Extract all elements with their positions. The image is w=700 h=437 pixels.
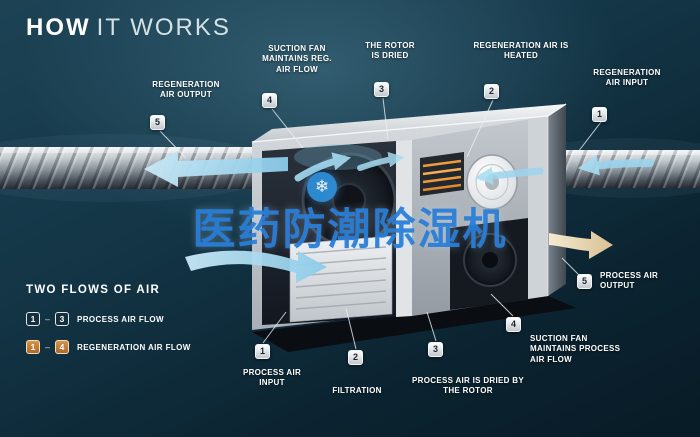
rotor-flow-arrow	[474, 166, 544, 185]
callout-badge-4-top: 4	[262, 93, 277, 108]
legend-label-process: PROCESS AIR FLOW	[77, 314, 165, 324]
dehumidifier-unit	[251, 103, 576, 352]
watermark-snowflake-icon: ❄	[307, 172, 337, 202]
filter-cabinet	[289, 235, 393, 323]
callout-label-process-air-output: PROCESS AIR OUTPUT	[600, 271, 659, 291]
callout-badge-4-bottom: 4	[506, 317, 521, 332]
legend-dash: –	[45, 342, 51, 352]
callout-label-regen-air-heated: REGENERATION AIR IS HEATED	[473, 41, 569, 61]
right-duct	[556, 150, 700, 188]
watermark-text: 医药防潮除湿机	[192, 206, 508, 254]
callout-badge-2-top: 2	[484, 84, 499, 99]
machine-base	[252, 296, 576, 352]
right-front-panel	[528, 116, 548, 299]
legend-heading: TWO FLOWS OF AIR	[26, 284, 161, 296]
callout-badge-5-bottom: 5	[577, 274, 592, 289]
internal-arrow-1	[294, 152, 352, 182]
process-fan-hub	[332, 183, 366, 217]
regen-input-arrow	[577, 154, 654, 176]
legend-dash: –	[45, 314, 51, 324]
callout-badge-1-bottom: 1	[255, 344, 270, 359]
legend-badge-process-to: 3	[55, 312, 70, 326]
callout-badge-5-top: 5	[150, 115, 165, 130]
heater	[420, 152, 464, 196]
title-bold: HOW	[26, 14, 91, 41]
machine-side-face	[548, 104, 566, 296]
legend-badge-process-from: 1	[26, 312, 40, 326]
callout-label-process-air-dried: PROCESS AIR IS DRIED BY THE ROTOR	[412, 376, 524, 396]
legend: TWO FLOWS OF AIR 1 – 3 PROCESS AIR FLOW …	[26, 284, 191, 368]
callout-label-suction-fan-process: SUCTION FAN MAINTAINS PROCESS AIR FLOW	[530, 334, 621, 364]
leader-lines	[159, 97, 602, 350]
process-input-arrow	[185, 250, 327, 283]
filter-slats	[295, 246, 387, 310]
process-output-arrow	[549, 231, 613, 259]
legend-badge-regen-to: 4	[55, 340, 70, 354]
internal-arrow-2	[357, 151, 405, 171]
legend-label-regeneration: REGENERATION AIR FLOW	[77, 342, 191, 352]
title-light: IT WORKS	[96, 14, 231, 41]
callout-label-regen-air-output: REGENERATION AIR OUTPUT	[152, 80, 220, 100]
callout-badge-3-top: 3	[374, 82, 389, 97]
callout-badge-3-bottom: 3	[428, 342, 443, 357]
suction-fan-hub	[482, 252, 498, 268]
callout-label-suction-fan-reg: SUCTION FAN MAINTAINS REG. AIR FLOW	[262, 44, 332, 74]
divider-panel	[396, 140, 412, 317]
callout-label-rotor-dried: THE ROTOR IS DRIED	[365, 41, 415, 61]
regen-output-arrow	[144, 151, 288, 187]
legend-row-regeneration: 1 – 4 REGENERATION AIR FLOW	[26, 340, 191, 354]
legend-row-process: 1 – 3 PROCESS AIR FLOW	[26, 312, 191, 326]
callout-label-filtration: FILTRATION	[332, 386, 382, 395]
callout-label-regen-air-input: REGENERATION AIR INPUT	[593, 68, 661, 88]
airflow-arrows	[144, 151, 654, 283]
machine-top-face	[252, 104, 566, 142]
callout-badge-2-bottom: 2	[348, 350, 363, 365]
legend-badge-regen-from: 1	[26, 340, 40, 354]
callout-label-process-air-input: PROCESS AIR INPUT	[242, 368, 302, 388]
callout-badge-1-top: 1	[592, 107, 607, 122]
